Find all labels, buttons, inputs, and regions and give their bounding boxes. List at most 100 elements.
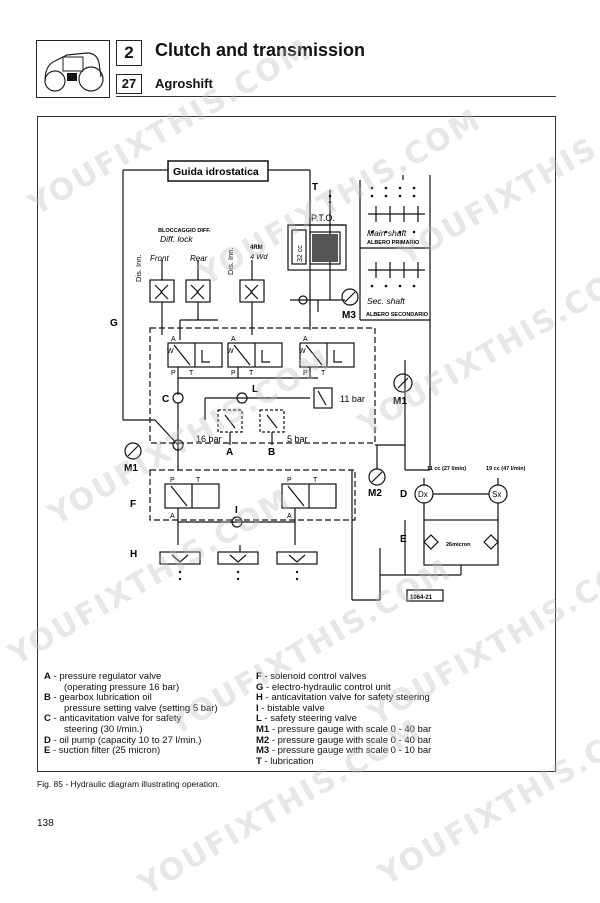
legend-item: B - gearbox lubrication oil [44,692,249,704]
label-M3: M3 [342,310,356,321]
legend-text: - pressure gauge with scale 0 - 40 bar [269,734,432,746]
label-L: L [252,384,258,395]
chapter-number: 2 [116,40,142,66]
valve-A-5: A [287,513,292,520]
legend-item: L - safety steering valve [256,714,546,725]
legend-item: steering (30 l/min.) [44,723,249,736]
legend-key: G [256,681,264,693]
valve-P-2: P [231,370,236,377]
legend-item: D - oil pump (capacity 10 to 27 l/min.) [44,734,249,747]
legend-item: T - lubrication [256,755,546,768]
label-main-shaft: Main shaft [367,228,407,238]
valve-P-1: P [171,370,176,377]
label-ref: 1064-21 [410,595,433,601]
valve-A-2: A [231,336,236,343]
legend-text: (operating pressure 16 bar) [64,681,180,693]
legend-key: T [256,755,262,767]
legend-key: C [44,713,51,725]
label-C: C [162,394,169,405]
valve-W-1: W [167,348,174,355]
valve-W-2: W [227,348,234,355]
legend-key: D [44,734,51,746]
label-rear: Rear [190,254,208,263]
valve-T-3: T [321,370,326,377]
legend-item: (operating pressure 16 bar) [44,681,249,694]
label-sec-shaft: Sec. shaft [367,296,405,306]
label-G: G [110,318,118,329]
label-M1-right: M1 [393,396,407,407]
legend-text: - lubrication [261,755,314,767]
valve-W-3: W [299,348,306,355]
label-16bar: 16 bar [196,434,222,444]
legend-key: M3 [256,745,270,757]
label-pump1: 11 cc (27 l/min) [427,466,466,472]
tractor-logo-box [36,40,110,98]
section-title: Agroshift [155,76,213,91]
legend-key: B [44,692,51,704]
legend-key: H [256,692,263,704]
legend-key: E [44,745,51,757]
legend-item: pressure setting valve (setting 5 bar) [44,702,249,715]
label-M1-left: M1 [124,463,138,474]
legend-item: I - bistable valve [256,702,546,715]
label-sx: Sx [492,490,501,499]
legend-text: - bistable valve [258,702,325,714]
label-E: E [400,534,407,545]
valve-T-2: T [249,370,254,377]
label-pump2: 19 cc (47 l/min) [486,466,526,472]
legend-item: C - anticavitation valve for safety [44,714,249,725]
label-albero-secondario: ALBERO SECONDARIO [366,312,429,318]
label-M2: M2 [368,488,382,499]
section-number: 27 [116,74,142,94]
legend-item: M1 - pressure gauge with scale 0 - 40 ba… [256,723,546,736]
legend-text: - safety steering valve [261,713,357,725]
label-dis-inn-2: Dis. Inn. [226,247,235,275]
label-32cc: 32 cc [297,245,304,262]
label-A: A [226,447,233,458]
legend-item: G - electro-hydraulic control unit [256,681,546,694]
label-albero-primario: ALBERO PRIMARIO [367,240,420,246]
valve-P-4: P [170,477,175,484]
valve-T-1: T [189,370,194,377]
label-4rm: 4RM [250,245,263,251]
page-number: 138 [37,818,54,829]
legend-text: steering (30 l/min.) [64,723,143,735]
legend-text: - suction filter (25 micron) [50,745,161,757]
label-B: B [268,447,275,458]
label-11bar: 11 bar [340,394,365,404]
legend-text: - pressure regulator valve [50,671,162,682]
legend-key: L [256,713,262,725]
valve-P-5: P [287,477,292,484]
label-micron: 26micron [446,542,471,548]
legend-item: M2 - pressure gauge with scale 0 - 40 ba… [256,734,546,747]
label-5bar: 5 bar [287,434,308,444]
label-T: T [312,182,318,193]
valve-T-5: T [313,477,318,484]
label-F: F [130,499,136,510]
label-dis-inn-1: Dis. Inn. [134,254,143,282]
title-box-label: Guida idrostatica [173,166,259,178]
legend-item: M3 - pressure gauge with scale 0 - 10 ba… [256,745,546,757]
legend-text: - gearbox lubrication oil [50,692,152,704]
label-4wd: 4 Wd [250,252,268,261]
tractor-icon [44,52,104,92]
header-rule [116,96,556,97]
label-diff-lock: Diff. lock [160,234,193,244]
diagram-frame [37,116,556,772]
label-dx: Dx [418,490,428,499]
valve-P-3: P [303,370,308,377]
legend-item: F - solenoid control valves [256,671,546,683]
label-D: D [400,489,407,500]
legend-text: pressure setting valve (setting 5 bar) [64,702,218,714]
legend-text: - anticavitation valve for safety [50,713,182,725]
hydraulic-diagram: Guida idrostatica T P.T.O. Main shaft AL… [110,160,526,602]
label-front: Front [150,254,169,263]
label-I: I [235,505,238,516]
valve-A-1: A [171,336,176,343]
legend-text: - anticavitation valve for safety steeri… [262,692,430,704]
legend-text: - solenoid control valves [261,671,367,682]
legend-key: F [256,671,262,682]
legend-key: M1 [256,723,270,735]
valve-T-4: T [196,477,201,484]
valve-A-4: A [170,513,175,520]
